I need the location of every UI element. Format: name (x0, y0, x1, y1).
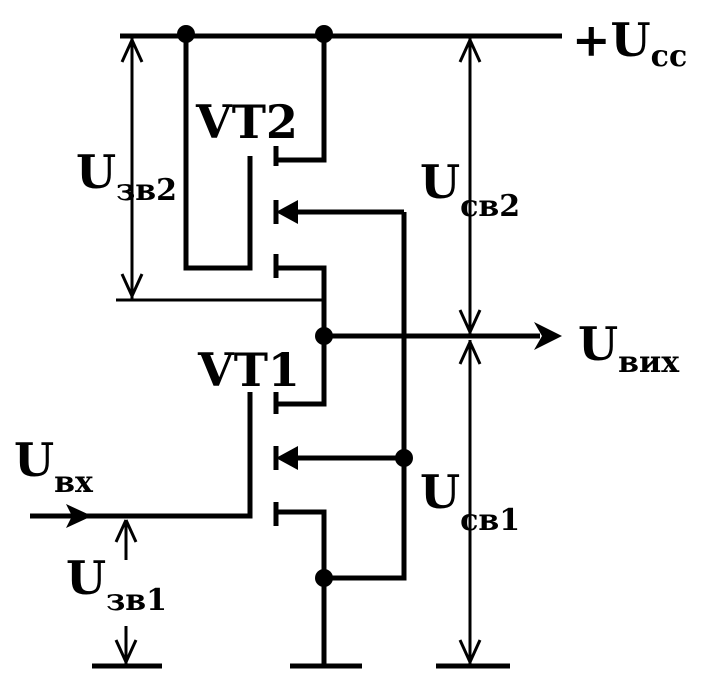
u-sv1-label: Uсв1 (420, 465, 520, 538)
supply-label: +Ucc (572, 13, 687, 74)
vt1-body-arrow (276, 446, 298, 470)
transistor-vt2 (183, 36, 404, 336)
vt1-label: VT1 (197, 343, 300, 397)
u-vyh-label: Uвих (578, 317, 680, 380)
input-arrow (66, 504, 92, 528)
output-arrow (534, 322, 562, 350)
u-sv2-arrows (458, 39, 482, 333)
vt2-label: VT2 (195, 95, 298, 149)
u-sv1-arrows (458, 341, 482, 663)
u-zv1-arrows (114, 519, 138, 663)
u-zv2-arrow-down (120, 273, 144, 297)
vt2-body-arrow (276, 200, 298, 224)
junction-dots (177, 25, 413, 587)
u-vh-label: Uвх (14, 433, 94, 500)
u-zv2-measure (116, 38, 324, 302)
u-sv2-label: Uсв2 (420, 155, 520, 224)
u-zv2-label: Uзв2 (76, 145, 177, 208)
u-zv2-arrow-up (120, 39, 144, 63)
u-zv1-label: Uзв1 (66, 551, 167, 618)
